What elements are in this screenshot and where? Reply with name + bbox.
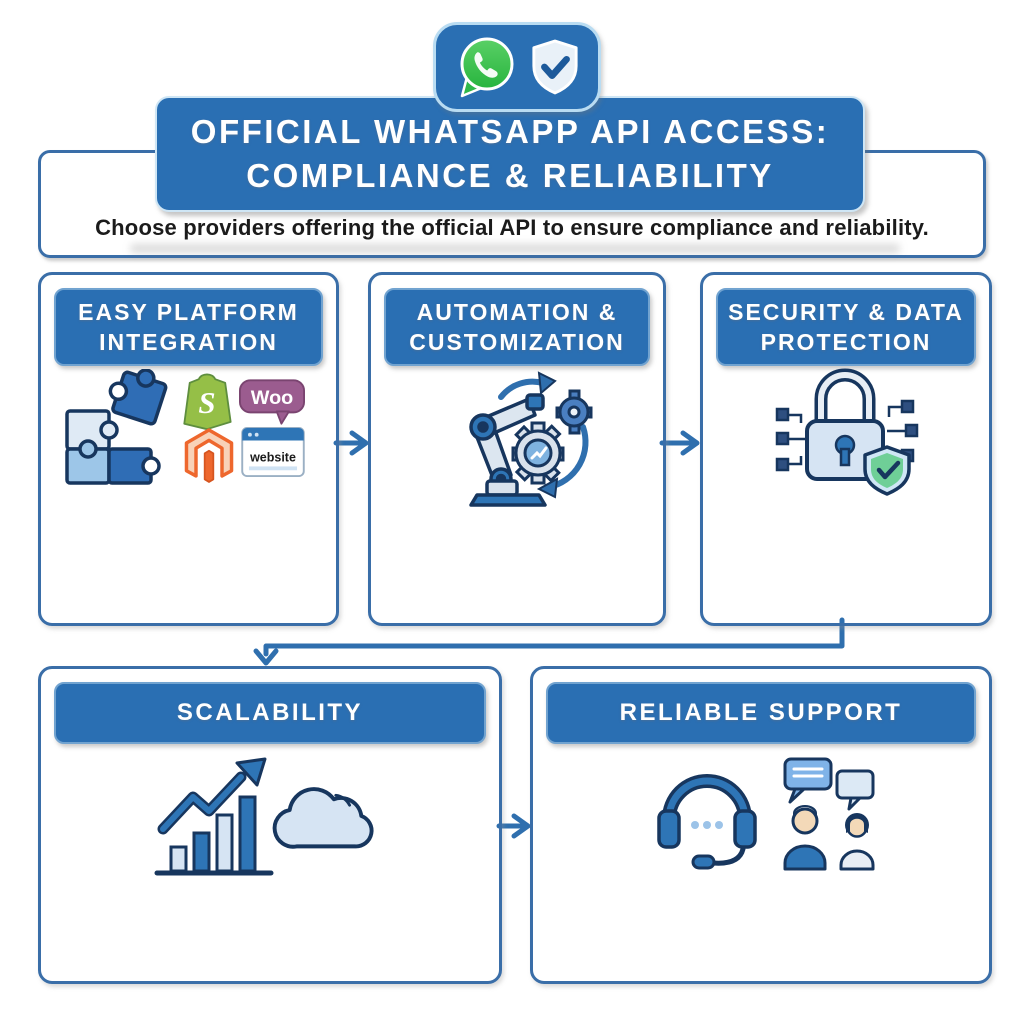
connector-box3-to-scalability-head bbox=[253, 648, 279, 666]
shopify-s-letter: S bbox=[198, 385, 215, 420]
woocommerce-icon: Woo bbox=[239, 379, 305, 425]
box-security-data-protection: SECURITY & DATA PROTECTION bbox=[700, 272, 992, 626]
header-line: AUTOMATION & bbox=[416, 299, 618, 325]
box-automation-customization-header: AUTOMATION & CUSTOMIZATION bbox=[384, 288, 650, 366]
woo-label: Woo bbox=[251, 387, 293, 409]
magento-icon bbox=[184, 428, 234, 483]
box-scalability: SCALABILITY bbox=[38, 666, 502, 984]
box-easy-platform-integration: EASY PLATFORM INTEGRATION S bbox=[38, 272, 339, 626]
website-browser-icon: website bbox=[241, 427, 305, 477]
arrow-scalability-to-support-head bbox=[511, 813, 531, 839]
verified-shield-icon bbox=[532, 39, 578, 95]
box-easy-platform-integration-header: EASY PLATFORM INTEGRATION bbox=[54, 288, 323, 366]
main-title-box: OFFICIAL WHATSAPP API ACCESS: COMPLIANCE… bbox=[155, 96, 865, 212]
subtitle-shadow-artifact bbox=[130, 244, 900, 253]
box-automation-customization: AUTOMATION & CUSTOMIZATION bbox=[368, 272, 666, 626]
box-reliable-support-header: RELIABLE SUPPORT bbox=[546, 682, 976, 744]
cloud-icon bbox=[272, 787, 374, 849]
box-security-data-protection-header: SECURITY & DATA PROTECTION bbox=[716, 288, 976, 366]
chat-people-icon bbox=[783, 757, 875, 871]
header-line: EASY PLATFORM bbox=[78, 299, 299, 325]
arrow-box2-to-box3-head bbox=[680, 430, 700, 456]
header-line: PROTECTION bbox=[760, 329, 932, 355]
header-badge bbox=[433, 22, 601, 112]
padlock-circuit-shield-icon bbox=[775, 368, 919, 496]
header-line: INTEGRATION bbox=[99, 329, 278, 355]
header-line: SCALABILITY bbox=[176, 699, 364, 726]
growth-bar-chart-icon bbox=[154, 757, 274, 876]
puzzle-pieces-icon bbox=[65, 369, 168, 485]
header-line: RELIABLE SUPPORT bbox=[619, 699, 903, 726]
whatsapp-icon bbox=[460, 37, 514, 98]
subtitle-text: Choose providers offering the official A… bbox=[95, 215, 929, 240]
headset-icon bbox=[657, 774, 757, 870]
shopify-icon: S bbox=[183, 373, 232, 431]
header-line: CUSTOMIZATION bbox=[409, 329, 625, 355]
main-title-line1: OFFICIAL WHATSAPP API ACCESS: bbox=[190, 113, 830, 150]
website-label: website bbox=[249, 451, 296, 465]
header-line: SECURITY & DATA bbox=[728, 299, 964, 325]
box-scalability-header: SCALABILITY bbox=[54, 682, 486, 744]
robot-arm-gears-icon bbox=[469, 371, 593, 507]
arrow-box1-to-box2-head bbox=[349, 430, 369, 456]
box-reliable-support: RELIABLE SUPPORT bbox=[530, 666, 992, 984]
main-title-line2: COMPLIANCE & RELIABILITY bbox=[246, 157, 774, 194]
